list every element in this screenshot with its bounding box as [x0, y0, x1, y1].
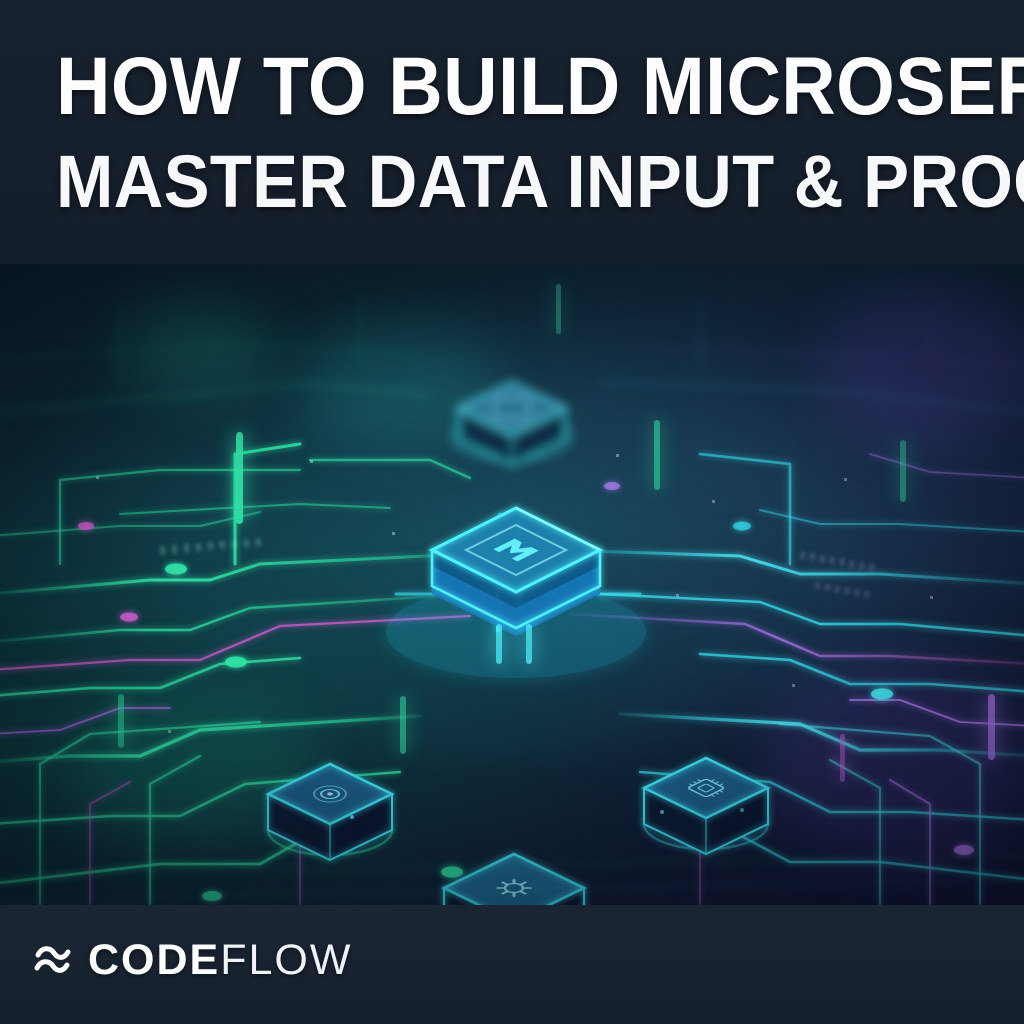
brand-name-primary: CODE [88, 936, 221, 984]
circuit-traces [0, 284, 1024, 905]
hero-image [0, 264, 1024, 905]
brand-name-secondary: FLOW [220, 936, 353, 984]
node-left-graphic [265, 762, 395, 862]
footer-band [0, 905, 1024, 1024]
node-top-graphic [450, 380, 574, 468]
brand-wordmark: CODEFLOW [88, 938, 352, 982]
double-wave-logo-icon [34, 946, 71, 973]
node-bottom-graphic [441, 852, 587, 905]
header-band: HOW TO BUILD MICROSERVICES MASTER DATA I… [0, 0, 1024, 264]
page-subtitle: MASTER DATA INPUT & PROCESSING [56, 140, 1024, 223]
page-title: HOW TO BUILD MICROSERVICES [56, 41, 1024, 132]
brand-logo[interactable]: CODEFLOW [30, 938, 352, 982]
